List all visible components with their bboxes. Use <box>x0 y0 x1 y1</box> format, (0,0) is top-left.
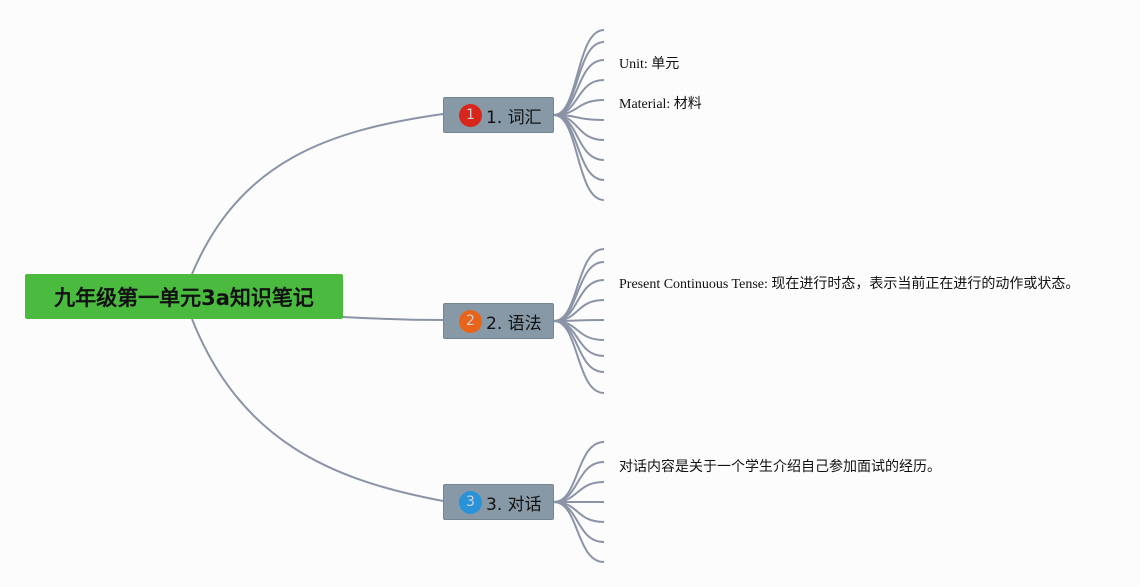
branch-label: 1. 词汇 <box>486 107 542 128</box>
root-link-grammar <box>342 316 444 321</box>
leaf-topic[interactable]: 对话内容是关于一个学生介绍自己参加面试的经历。 <box>619 460 941 475</box>
leaf-link <box>553 114 605 201</box>
leaf-topic[interactable]: Present Continuous Tense: 现在进行时态，表示当前正在进… <box>619 277 1080 292</box>
branch-label: 3. 对话 <box>486 494 542 515</box>
priority-1-icon: 1 <box>459 103 482 127</box>
priority-3-icon: 3 <box>459 490 482 514</box>
leaf-link <box>553 41 605 116</box>
leaf-topic[interactable]: Material: 材料 <box>619 97 702 112</box>
branch-vocabulary[interactable]: 1 1. 词汇 <box>443 97 554 133</box>
branch-label: 2. 语法 <box>486 313 542 334</box>
leaf-topic[interactable]: Unit: 单元 <box>619 57 680 72</box>
leaf-link <box>553 114 605 181</box>
root-title: 九年级第一单元3a知识笔记 <box>54 285 314 310</box>
leaf-link <box>553 320 605 394</box>
leaf-link <box>553 320 605 373</box>
leaf-link <box>553 441 605 503</box>
branch-dialogue[interactable]: 3 3. 对话 <box>443 484 554 520</box>
leaf-link <box>553 501 605 563</box>
priority-2-icon: 2 <box>459 309 482 333</box>
root-link-vocabulary <box>191 113 444 275</box>
branch-grammar[interactable]: 2 2. 语法 <box>443 303 554 339</box>
leaf-link <box>553 261 605 322</box>
root-link-dialogue <box>191 318 444 502</box>
root-topic[interactable]: 九年级第一单元3a知识笔记 <box>25 274 343 319</box>
